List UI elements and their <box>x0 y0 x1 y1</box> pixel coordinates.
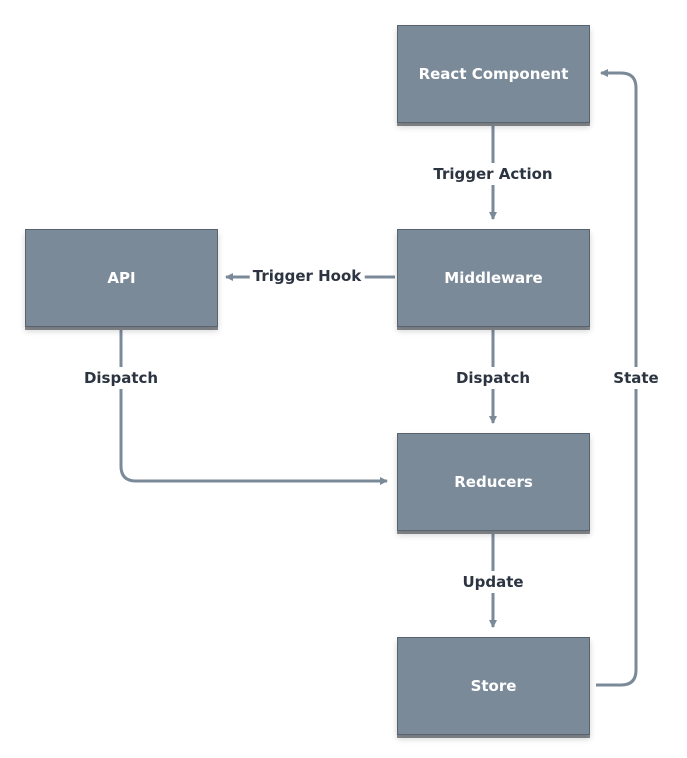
edge-label-dispatch-middleware: Dispatch <box>452 367 534 389</box>
node-store: Store <box>397 637 590 735</box>
edge-dispatch-api <box>119 330 388 485</box>
node-middleware: Middleware <box>397 229 590 327</box>
node-reducers: Reducers <box>397 433 590 531</box>
node-api: API <box>25 229 218 327</box>
edge-label-update: Update <box>459 571 527 593</box>
edge-label-trigger-action: Trigger Action <box>430 163 556 185</box>
node-react-component: React Component <box>397 25 590 123</box>
edge-label-state: State <box>610 367 662 389</box>
edge-label-dispatch-api: Dispatch <box>80 367 162 389</box>
edge-label-trigger-hook: Trigger Hook <box>249 265 365 287</box>
